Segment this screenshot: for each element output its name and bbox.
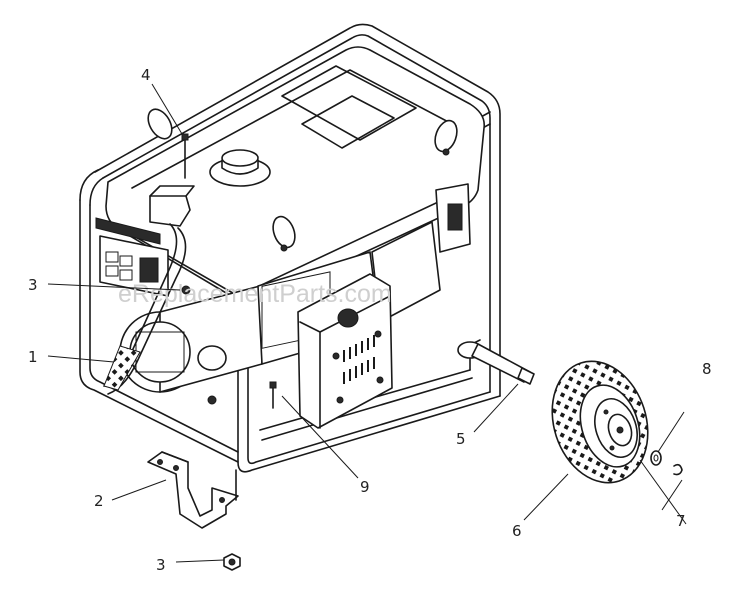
wheel: [551, 360, 649, 484]
watermark: eReplacementParts.com: [118, 280, 392, 308]
callout-9: 9: [360, 478, 370, 496]
callout-5: 5: [456, 430, 466, 448]
leader-lines: [47, 83, 687, 563]
bolt: [181, 133, 189, 179]
callout-7: 7: [676, 512, 686, 530]
foot-bracket: [147, 451, 239, 529]
callout-8: 8: [702, 360, 712, 378]
callout-6: 6: [512, 522, 522, 540]
muffler-shield: [297, 273, 393, 429]
handle-grip: [103, 223, 187, 395]
callout-1: 1: [28, 348, 38, 366]
callout-4: 4: [141, 66, 151, 84]
washer: [650, 450, 662, 466]
nut-upper: [181, 285, 191, 295]
callout-3-upper: 3: [28, 276, 38, 294]
bolt-small: [269, 381, 277, 409]
axle: [457, 341, 535, 385]
control-panel: [95, 217, 169, 297]
fuel-cap: [209, 149, 271, 187]
upper-bracket: [149, 185, 195, 227]
nut-lower: [223, 553, 241, 571]
retaining-clip: [673, 463, 683, 476]
callout-3-lower: 3: [156, 556, 166, 574]
callout-2: 2: [94, 492, 104, 510]
fuel-tank: [105, 46, 486, 304]
